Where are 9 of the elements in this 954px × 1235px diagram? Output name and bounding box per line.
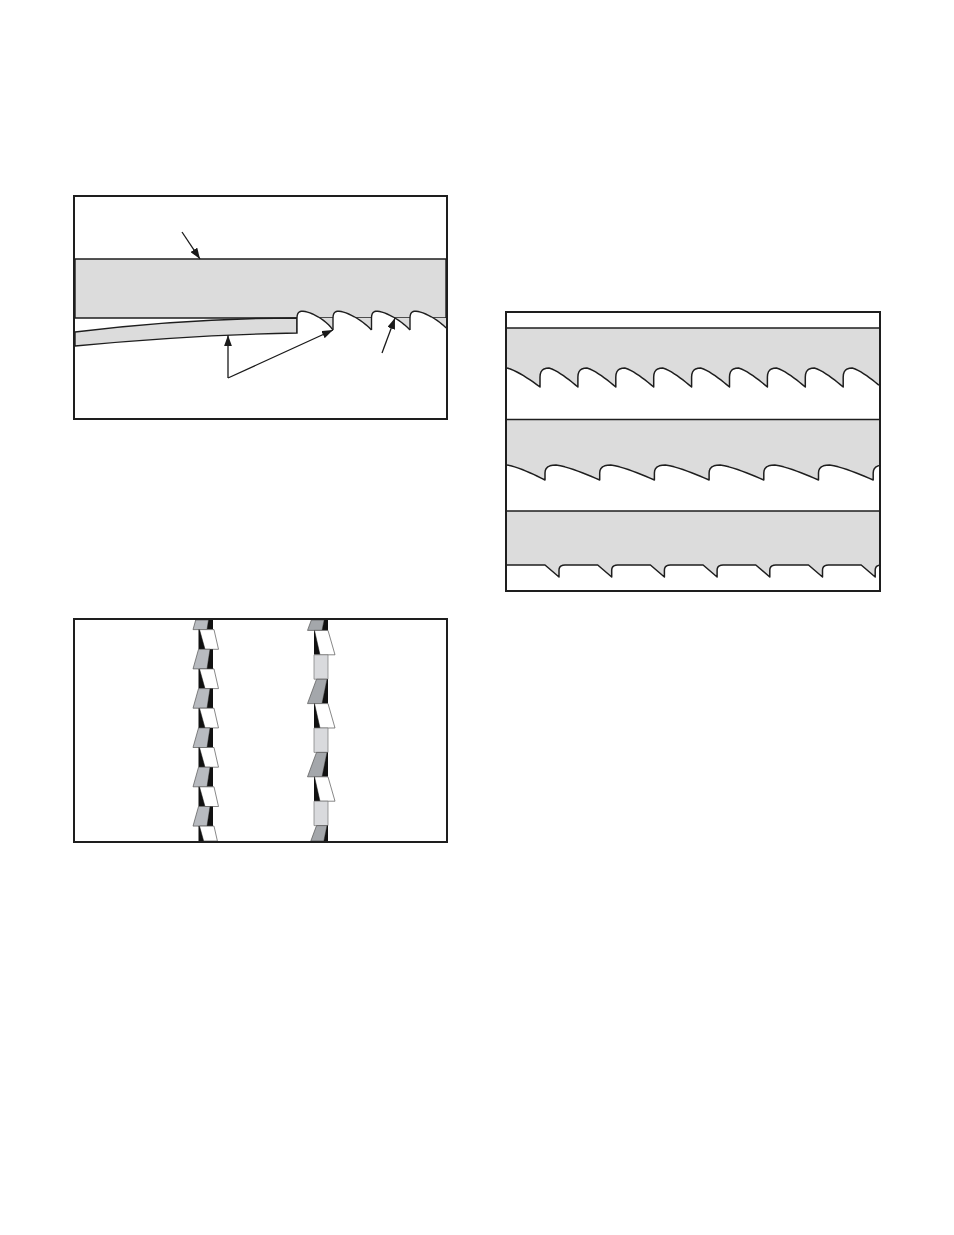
leader-line: [227, 329, 334, 379]
saw-tooth: [370, 310, 411, 331]
leader-line: [224, 334, 232, 379]
blade-strip: [74, 317, 298, 347]
leader-line: [181, 231, 201, 260]
saw-tooth: [332, 310, 373, 331]
saw-tooth: [409, 310, 447, 331]
saw-tooth: [296, 310, 334, 334]
leader-line: [381, 317, 396, 354]
